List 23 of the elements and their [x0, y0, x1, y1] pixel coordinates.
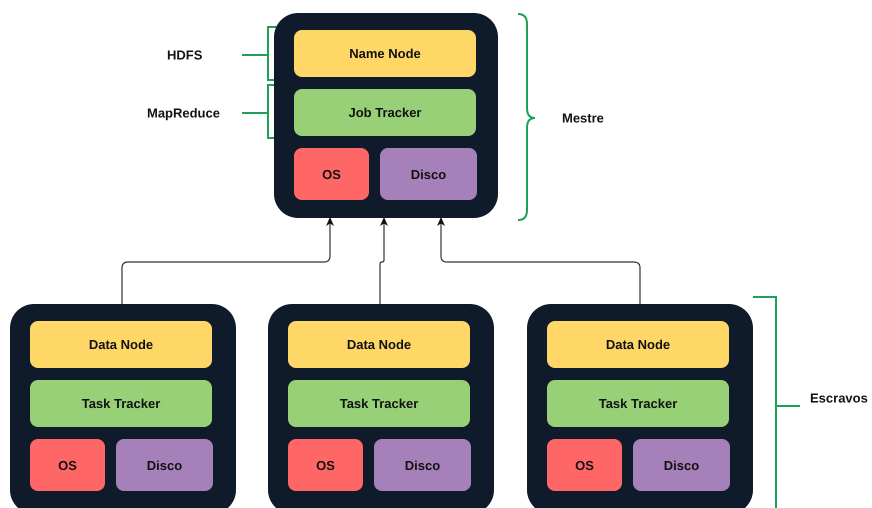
group-label: MapReduce [147, 106, 220, 120]
server-box [274, 13, 498, 218]
name-node-box: Name Node [294, 30, 476, 77]
group-label: HDFS [167, 48, 202, 62]
os-box: OS [30, 439, 105, 491]
os-box: OS [547, 439, 622, 491]
arrow [121, 217, 334, 304]
group-label: Mestre [562, 110, 604, 126]
arrow [437, 217, 641, 304]
name-node-box: Data Node [547, 321, 729, 368]
server-box [268, 304, 494, 508]
arrow [379, 217, 388, 304]
group-label: Escravos [810, 390, 868, 406]
tracker-box: Task Tracker [288, 380, 470, 427]
os-box: OS [288, 439, 363, 491]
server-box [527, 304, 753, 508]
tracker-box: Task Tracker [30, 380, 212, 427]
tracker-box: Task Tracker [547, 380, 729, 427]
os-box: OS [294, 148, 369, 200]
name-node-box: Data Node [288, 321, 470, 368]
name-node-box: Data Node [30, 321, 212, 368]
tracker-box: Job Tracker [294, 89, 476, 136]
server-box [10, 304, 236, 508]
